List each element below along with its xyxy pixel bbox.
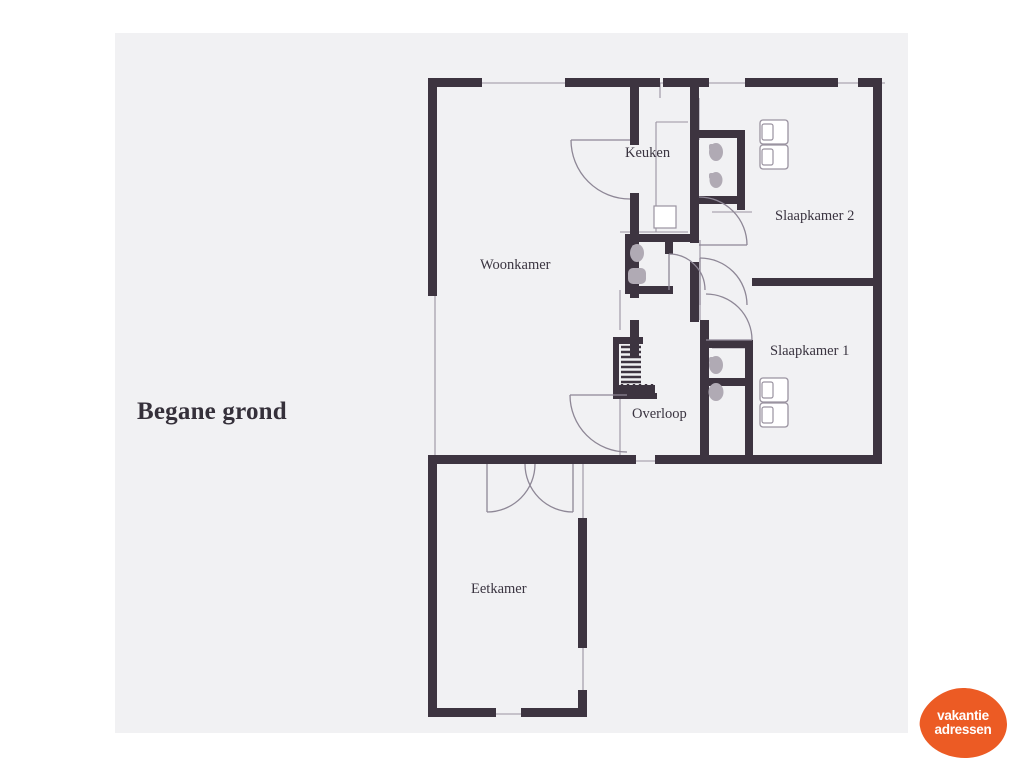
staircase [613,345,657,399]
wall-top-mid-a [565,78,660,87]
wall-woonkamer-keuken-top [630,83,639,145]
toilet-wc [630,244,644,262]
wall-wc-left [625,234,633,292]
sink-wc [628,268,646,284]
wall-hall-right [700,320,709,463]
toilet-bath2 [709,143,723,161]
wall-stair-top [613,337,643,344]
wall-bedroom-divider [752,278,875,286]
wall-wc-bottom [625,286,673,294]
bed-slaapkamer2-b [759,144,789,170]
wall-eetkamer-left [428,455,437,717]
door-swings [486,139,753,513]
wall-bottom-upper-c [655,455,773,464]
room-label-keuken: Keuken [625,145,671,161]
door-eetkamer-right [524,463,574,513]
wall-top-left-stub [428,78,482,87]
wall-bath2-right [737,130,745,210]
room-label-eetkamer: Eetkamer [471,581,527,597]
wall-wc-right [665,234,673,254]
wall-eetkamer-bottom-a [428,708,496,717]
beds [759,119,789,428]
wall-bath1-bottom [706,378,750,386]
door-keuken [570,139,631,200]
door-wc [668,253,706,291]
wall-top-right-a [745,78,838,87]
sanitary-fixtures [628,143,724,401]
thin-wall-lines [432,82,885,715]
door-hall-slaapkamer2 [699,257,748,306]
wall-bath1-right [745,340,753,463]
wall-eetkamer-right [578,518,587,648]
wall-top-right-b [858,78,882,87]
wall-left-woonkamer [428,78,437,296]
wall-eetkamer-top-left [428,455,486,464]
vakantieadressen-logo[interactable]: vakantie adressen [917,686,1009,760]
wall-bath2-bottom [699,196,743,204]
wall-stair-left [613,337,619,392]
sink-bath1 [708,383,724,401]
door-eetkamer-left [486,463,536,513]
stair-base [613,393,657,399]
wall-eetkamer-bottom-b [521,708,586,717]
wall-bath2-top [699,130,743,138]
bed-slaapkamer1-a [759,377,789,403]
wall-hall-left-lower [690,262,699,322]
wall-bottom-upper-a [428,455,578,464]
wall-wc-top [625,234,673,242]
sink-bath2 [709,172,723,188]
logo-blob-icon [919,688,1007,758]
door-slaapkamer1 [705,293,753,341]
wall-bath1-top [706,340,750,348]
wall-eetkamer-right-stub [578,690,587,717]
wall-bottom-upper-b [556,455,636,464]
toilet-bath1 [709,356,723,374]
structural-walls [428,78,882,717]
door-woonkamer-overloop [569,394,628,453]
wall-top-mid-b [663,78,709,87]
door-slaapkamer2 [698,196,748,246]
wall-right-outer [873,78,882,461]
bed-slaapkamer1-b [759,402,789,428]
kitchen-counter [653,205,677,229]
wall-hall-left-upper [690,83,699,243]
room-label-slaapkamer-1: Slaapkamer 1 [770,343,850,359]
room-label-slaapkamer-2: Slaapkamer 2 [775,208,855,224]
wall-bottom-upper-d [768,455,882,464]
room-label-woonkamer: Woonkamer [480,257,551,273]
page-title: Begane grond [137,398,287,425]
bed-slaapkamer2-a [759,119,789,145]
room-label-overloop: Overloop [632,406,687,422]
